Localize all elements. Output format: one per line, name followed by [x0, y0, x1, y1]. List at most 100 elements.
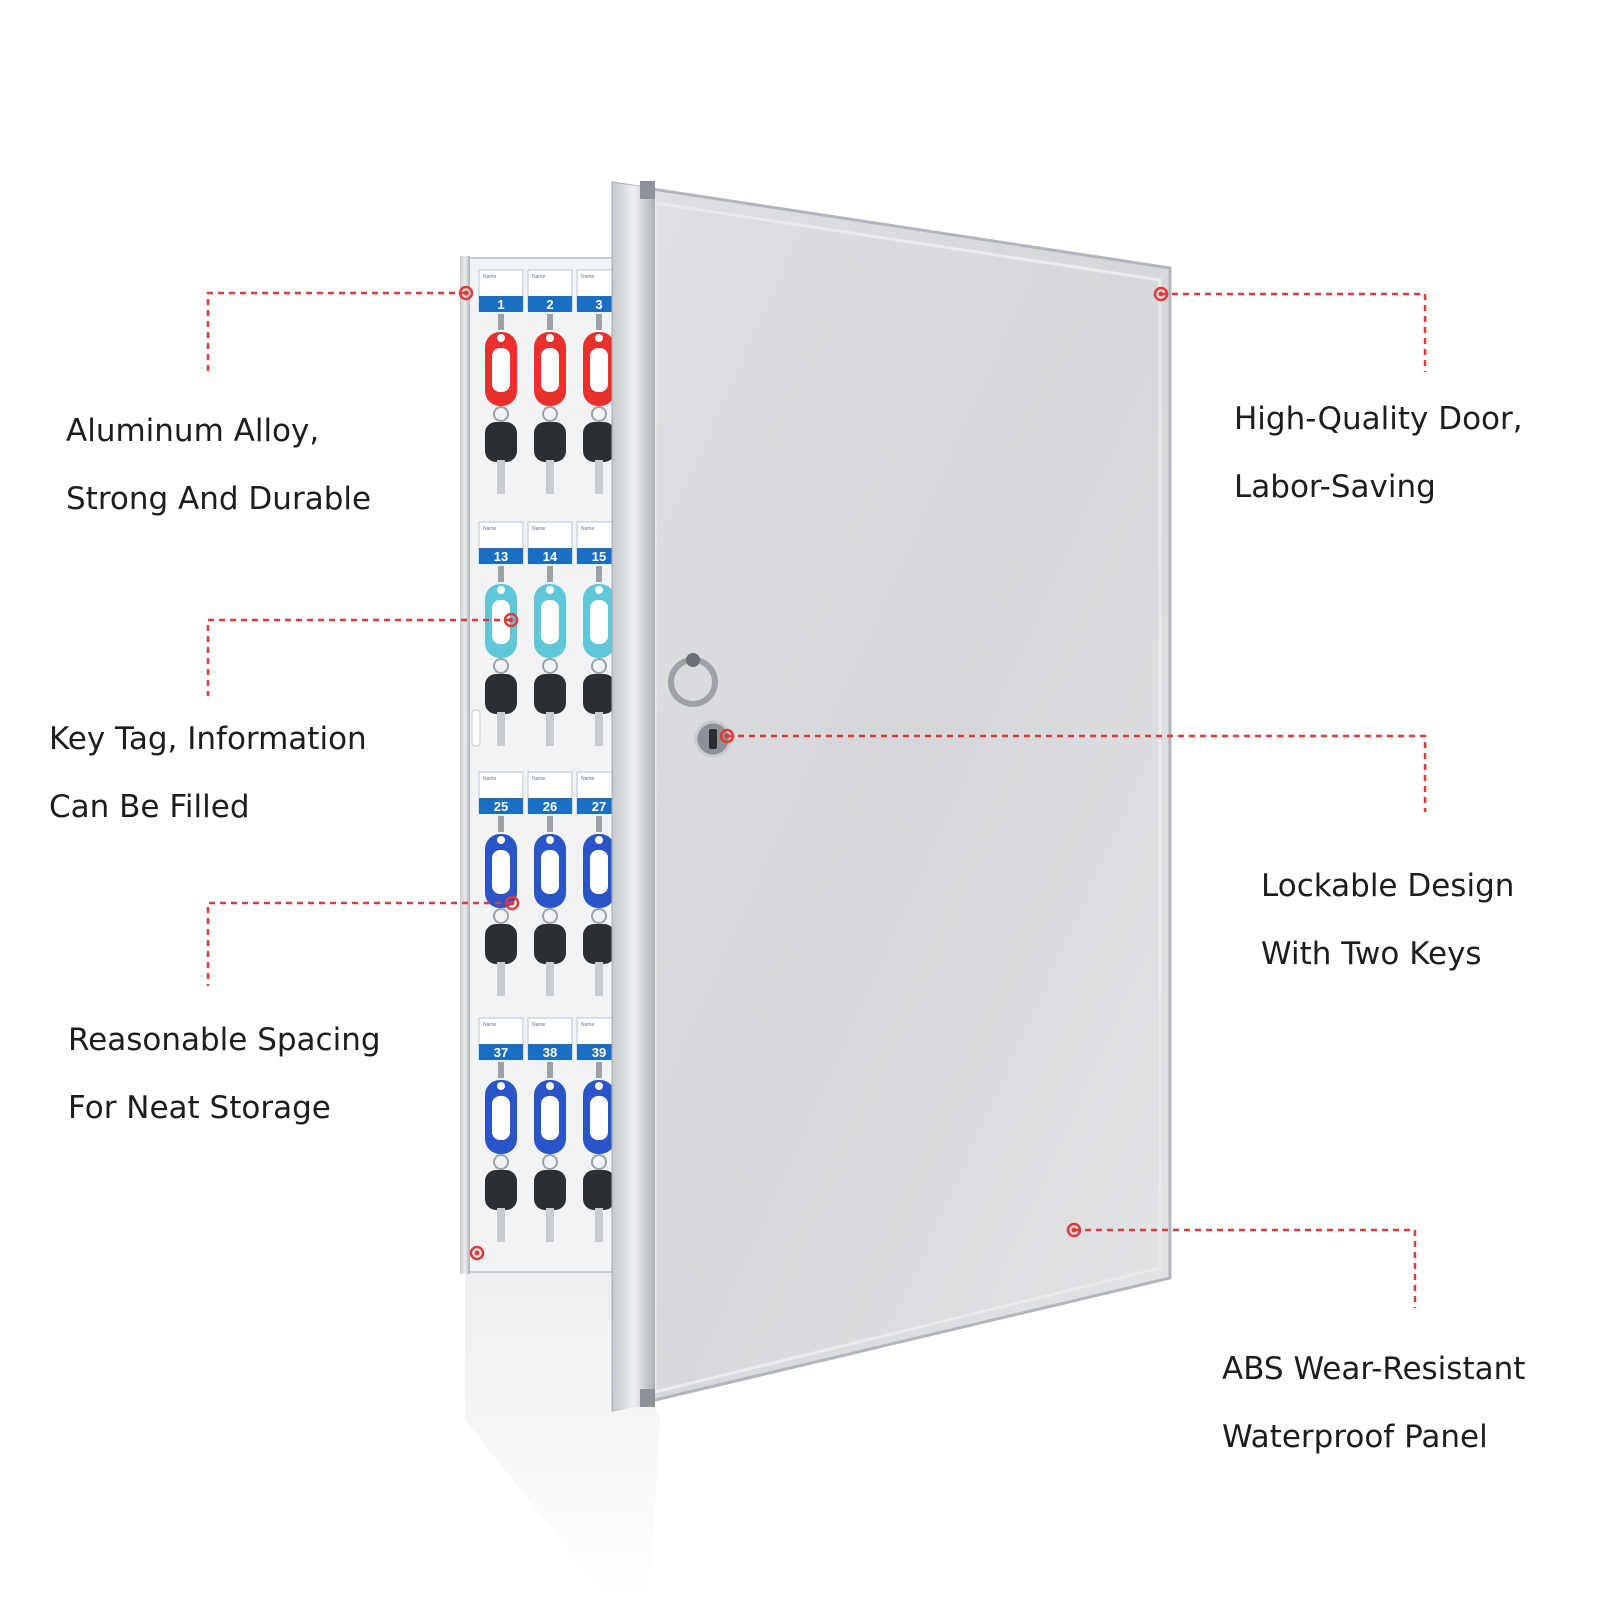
hook: [596, 314, 602, 330]
key-slot: Name 14: [527, 521, 573, 746]
callout-key-tag-line2: Can Be Filled: [49, 789, 250, 825]
slot-number-band: [577, 296, 612, 312]
leader-aluminum-dot: [458, 285, 474, 301]
slot-name-text: Name: [581, 526, 595, 532]
callout-door-line1: High-Quality Door,: [1234, 401, 1523, 437]
slot-number-band: [577, 1044, 612, 1060]
key-blade: [595, 1208, 603, 1242]
slot-number-band: [528, 296, 572, 312]
key-head-icon: [534, 924, 566, 964]
slot-number: 15: [592, 549, 606, 564]
hook: [547, 1062, 553, 1078]
key-tag-window: [492, 348, 510, 392]
slot-name-text: Name: [581, 1022, 595, 1028]
slot-number: 38: [543, 1045, 557, 1060]
key-head-icon: [534, 422, 566, 462]
leader-key-tag: [206, 618, 511, 696]
key-slot: Name 13: [478, 521, 524, 746]
callout-lock-line1: Lockable Design: [1261, 868, 1515, 904]
leader-lines: [206, 285, 1427, 1308]
slot-name-text: Name: [581, 776, 595, 782]
key-ring: [493, 1154, 509, 1170]
callout-aluminum-line2: Strong And Durable: [66, 481, 372, 517]
key-blade: [497, 460, 505, 494]
key-slot: Name 3: [576, 269, 612, 494]
key-blade: [595, 962, 603, 996]
door-bottom-cap: [640, 1389, 655, 1407]
key-blade: [546, 460, 554, 494]
hook: [596, 566, 602, 582]
leader-bottom-corner-dot-center: [474, 1250, 480, 1256]
slot-number-band: [528, 548, 572, 564]
key-head-icon: [485, 422, 517, 462]
key-blade: [497, 1208, 505, 1242]
leader-key-tag-dot: [503, 612, 519, 628]
slot-number: 26: [543, 799, 557, 814]
key-tag-hole: [497, 586, 505, 594]
key-tag-hole: [546, 836, 554, 844]
leader-lock: [727, 734, 1427, 812]
key-blade: [546, 1208, 554, 1242]
callout-key-tag: Key Tag, Information Can Be Filled: [49, 705, 367, 841]
leader-spacing-dot: [504, 895, 520, 911]
slot-number: 27: [592, 799, 606, 814]
callout-door: High-Quality Door, Labor-Saving: [1234, 385, 1523, 521]
callout-spacing-line2: For Neat Storage: [68, 1090, 331, 1126]
hook: [498, 566, 504, 582]
slot-number-band: [577, 798, 612, 814]
callout-panel: ABS Wear-Resistant Waterproof Panel: [1222, 1335, 1525, 1471]
slot-name-text: Name: [532, 526, 546, 532]
leader-lock-dot: [719, 728, 735, 744]
leader-panel-dot-center: [1071, 1227, 1077, 1233]
key-tag-window: [590, 1096, 608, 1140]
leader-door: [1161, 292, 1427, 372]
leader-aluminum: [206, 291, 466, 376]
key-tag-hole: [595, 1082, 603, 1090]
key-ring: [493, 908, 509, 924]
key-tag-hole: [595, 836, 603, 844]
cabinet-left-edge: [460, 256, 470, 1274]
slot-name-text: Name: [581, 274, 595, 280]
door-face: [611, 181, 1172, 1412]
key-tag-hole: [497, 334, 505, 342]
key-blade: [546, 712, 554, 746]
slot-number-band: [577, 548, 612, 564]
door-hinge-edge: [613, 183, 655, 1410]
callout-spacing-line1: Reasonable Spacing: [68, 1022, 381, 1058]
key-ring: [591, 908, 607, 924]
ring-handle-pivot: [686, 653, 700, 667]
key-head-icon: [534, 1170, 566, 1210]
slot-number: 1: [497, 297, 504, 312]
key-tag-window: [590, 850, 608, 894]
slot-name-text: Name: [532, 1022, 546, 1028]
callout-lock-line2: With Two Keys: [1261, 936, 1482, 972]
slot-number-band: [479, 296, 523, 312]
key-tag-hole: [497, 836, 505, 844]
leader-aluminum-dot-center: [463, 290, 469, 296]
slot-number: 3: [595, 297, 602, 312]
callout-lock: Lockable Design With Two Keys: [1261, 852, 1514, 988]
key-tag-window: [541, 850, 559, 894]
slot-name-text: Name: [483, 526, 497, 532]
leader-panel-dot: [1066, 1222, 1082, 1238]
key-tag-window: [541, 600, 559, 644]
key-tag-window: [492, 1096, 510, 1140]
cabinet-reflection: [465, 1270, 660, 1601]
key-head-icon: [485, 674, 517, 714]
key-ring: [493, 658, 509, 674]
slot-name-text: Name: [532, 274, 546, 280]
slot-number-band: [528, 798, 572, 814]
key-tag-window: [590, 600, 608, 644]
key-tag-hole: [595, 586, 603, 594]
hook: [596, 816, 602, 832]
slot-number: 13: [494, 549, 508, 564]
slot-number: 14: [543, 549, 558, 564]
key-tag-window: [492, 600, 510, 644]
slot-number-band: [479, 798, 523, 814]
hook: [547, 816, 553, 832]
key-slot: Name 27: [576, 771, 612, 996]
slot-number: 37: [494, 1045, 508, 1060]
